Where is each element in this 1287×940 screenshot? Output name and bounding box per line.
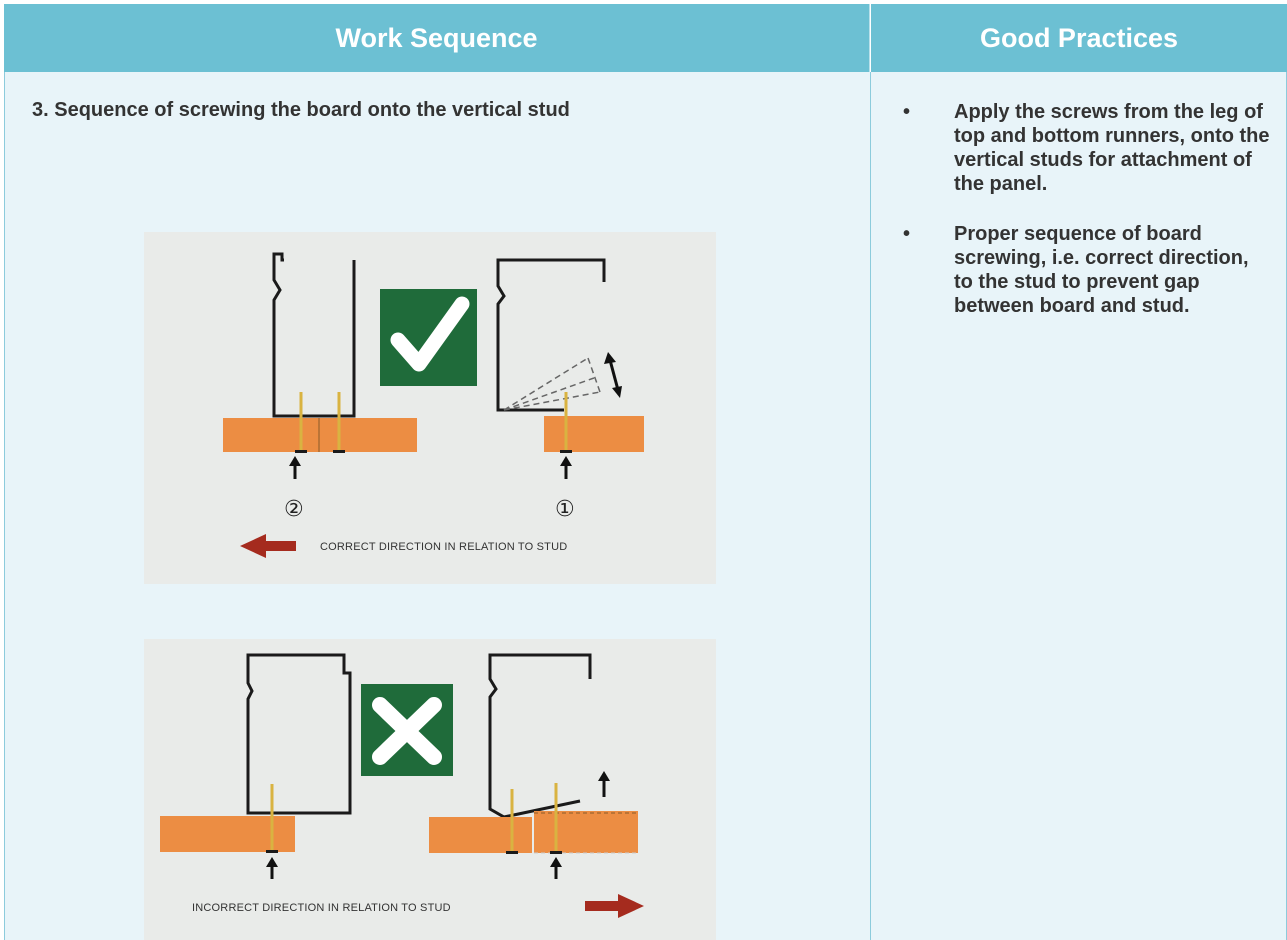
arrow-left-icon	[240, 534, 296, 558]
practice-text: Proper sequence of board screwing, i.e. …	[954, 223, 1249, 317]
incorrect-direction-diagram: INCORRECT DIRECTION IN RELATION TO STUD	[144, 639, 716, 940]
stud-right	[488, 653, 592, 819]
board-right-b	[534, 811, 638, 853]
stud-right	[496, 258, 606, 412]
work-table: Work Sequence Good Practices 3. Sequence…	[4, 4, 1287, 940]
number-one: ①	[555, 497, 575, 522]
cross-icon	[361, 684, 453, 776]
board-right-a	[429, 817, 532, 853]
practice-text: Apply the screws from the leg of top and…	[954, 101, 1270, 195]
header-work-sequence: Work Sequence	[4, 4, 870, 72]
bullet-icon: •	[903, 223, 911, 245]
arrow-up-icon	[598, 771, 610, 797]
arrow-up-icon	[289, 456, 301, 479]
correct-direction-diagram: ② ① CORRECT DIRECTION IN RELATION TO STU…	[144, 232, 716, 584]
practice-item: • Apply the screws from the leg of top a…	[891, 100, 1271, 196]
bullet-icon: •	[903, 101, 911, 123]
arrow-right-icon	[585, 894, 644, 918]
practices-list: • Apply the screws from the leg of top a…	[891, 100, 1271, 344]
board-left	[160, 816, 295, 852]
board-right	[544, 416, 644, 452]
stud-left	[246, 653, 352, 815]
check-icon	[380, 289, 477, 386]
work-sequence-cell: 3. Sequence of screwing the board onto t…	[4, 72, 870, 940]
incorrect-caption: INCORRECT DIRECTION IN RELATION TO STUD	[192, 902, 451, 914]
practice-item: • Proper sequence of board screwing, i.e…	[891, 222, 1271, 318]
screw-icon	[299, 392, 341, 452]
number-two: ②	[284, 497, 304, 522]
stud-left	[272, 252, 356, 418]
arrow-up-icon	[266, 857, 278, 879]
arrow-up-icon	[550, 857, 562, 879]
good-practices-cell: • Apply the screws from the leg of top a…	[870, 72, 1287, 940]
header-good-practices: Good Practices	[871, 4, 1287, 72]
board-left	[223, 418, 417, 452]
arrow-up-icon	[560, 456, 572, 479]
double-arrow-icon	[604, 352, 622, 398]
correct-caption: CORRECT DIRECTION IN RELATION TO STUD	[320, 541, 567, 553]
step-title: 3. Sequence of screwing the board onto t…	[32, 99, 570, 121]
